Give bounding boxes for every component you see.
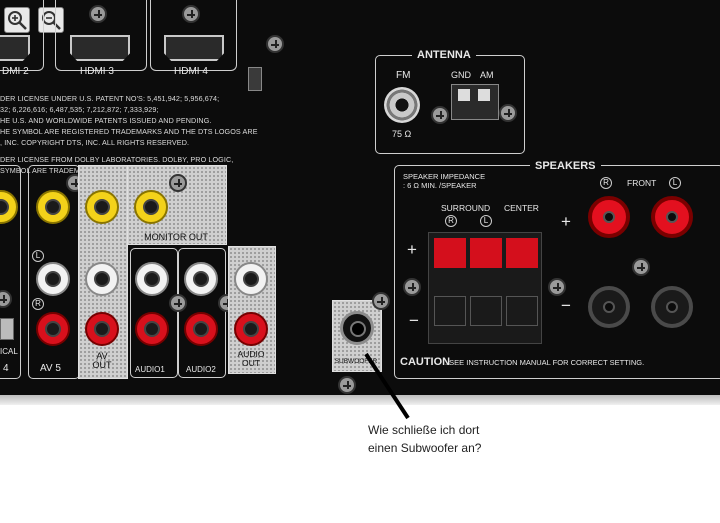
hdmi-4-frame	[150, 0, 237, 71]
av-out-video-jack	[85, 190, 119, 224]
caution-text: : SEE INSTRUCTION MANUAL FOR CORRECT SET…	[445, 358, 645, 367]
front-r-minus-binding-post	[588, 286, 630, 328]
screw-icon	[548, 278, 566, 296]
screw-icon	[403, 278, 421, 296]
caution-label: CAUTION	[400, 356, 451, 368]
antenna-ohm-label: 75 Ω	[392, 129, 412, 139]
audio-out-l-jack	[234, 262, 268, 296]
front-l-plus-binding-post	[651, 196, 693, 238]
hdmi-2-port	[0, 35, 30, 61]
center-minus-terminal	[506, 296, 538, 326]
audio-out-r-jack	[234, 312, 268, 346]
receiver-back-panel-photo: DMI 2 HDMI 3 HDMI 4 DER LICENSE UNDER U.…	[0, 0, 720, 405]
av4-label: 4	[3, 363, 9, 374]
monitor-out-video-jack	[134, 190, 168, 224]
front-minus-sign: −	[561, 296, 571, 315]
screw-icon	[169, 294, 187, 312]
av-out-audio-l-jack	[85, 262, 119, 296]
screw-icon	[182, 5, 200, 23]
audio2-frame	[178, 248, 226, 378]
screw-icon	[632, 258, 650, 276]
av5-l-marker: L	[32, 250, 44, 262]
optical-label: ICAL	[0, 347, 18, 356]
screw-icon	[169, 174, 187, 192]
av5-video-jack	[36, 190, 70, 224]
license-line: 32; 6,226,616; 6,487,535; 7,212,872; 7,3…	[0, 105, 159, 114]
audio2-r-jack	[184, 312, 218, 346]
audio2-l-jack	[184, 262, 218, 296]
surround-r-marker: R	[445, 215, 457, 227]
av5-label: AV 5	[40, 363, 61, 374]
audio1-label: AUDIO1	[135, 365, 165, 374]
license-line: HE SYMBOL ARE REGISTERED TRADEMARKS AND …	[0, 127, 258, 136]
audio-out-label: AUDIO OUT	[237, 349, 265, 368]
front-r-marker: R	[600, 177, 612, 189]
screw-icon	[266, 35, 284, 53]
screw-icon	[0, 290, 12, 308]
audio1-r-jack	[135, 312, 169, 346]
speaker-plus-sign: +	[407, 240, 417, 259]
front-r-plus-binding-post	[588, 196, 630, 238]
av-out-audio-r-jack	[85, 312, 119, 346]
license-line: DER LICENSE UNDER U.S. PATENT NO'S: 5,45…	[0, 94, 220, 103]
monitor-out-label: MONITOR OUT	[144, 232, 208, 242]
hdmi-2-frame	[0, 0, 44, 71]
av5-audio-r-jack	[36, 312, 70, 346]
speaker-minus-sign: −	[409, 311, 419, 330]
zoom-in-icon	[8, 11, 27, 30]
antenna-fm-label: FM	[396, 70, 411, 81]
av5-r-marker: R	[32, 298, 44, 310]
surround-l-plus-terminal	[470, 238, 502, 268]
surround-l-marker: L	[480, 215, 492, 227]
hdmi-3-port	[70, 35, 130, 61]
center-label: CENTER	[504, 203, 539, 213]
front-l-marker: L	[669, 177, 681, 189]
arrow-line	[364, 352, 410, 420]
hdmi-4-label: HDMI 4	[174, 66, 208, 77]
wifi-adapter-slot	[248, 67, 262, 91]
hdmi-4-port	[164, 35, 224, 61]
question-line-1: Wie schließe ich dort	[368, 423, 480, 437]
am-antenna-terminal	[451, 84, 499, 120]
audio2-label: AUDIO2	[186, 365, 216, 374]
left-section-frame	[0, 165, 21, 379]
chassis-bottom-edge	[0, 395, 720, 405]
surround-label: SURROUND	[441, 203, 491, 213]
audio1-frame	[130, 248, 178, 378]
subwoofer-output-jack	[340, 311, 374, 345]
av-out-label: AV OUT	[92, 351, 112, 370]
surround-r-plus-terminal	[434, 238, 466, 268]
front-l-minus-binding-post	[651, 286, 693, 328]
optical-jack	[0, 318, 14, 340]
zoom-in-button[interactable]	[4, 7, 30, 33]
front-plus-sign: +	[561, 212, 571, 231]
surround-r-minus-terminal	[434, 296, 466, 326]
screw-icon	[431, 106, 449, 124]
screw-icon	[499, 104, 517, 122]
screw-icon	[89, 5, 107, 23]
screw-icon	[372, 292, 390, 310]
center-plus-terminal	[506, 238, 538, 268]
antenna-am-label: AM	[480, 70, 494, 80]
av5-audio-l-jack	[36, 262, 70, 296]
antenna-gnd-label: GND	[451, 70, 471, 80]
speaker-impedance-line-1: SPEAKER IMPEDANCE	[403, 172, 486, 181]
speaker-impedance-line-2: : 6 Ω MIN. /SPEAKER	[403, 181, 477, 190]
license-line: HE U.S. AND WORLDWIDE PATENTS ISSUED AND…	[0, 116, 212, 125]
front-label: FRONT	[627, 178, 657, 188]
screw-icon	[338, 376, 356, 394]
fm-antenna-connector	[384, 87, 420, 123]
hdmi-3-frame	[55, 0, 147, 71]
hdmi-2-label: DMI 2	[2, 66, 29, 77]
audio1-l-jack	[135, 262, 169, 296]
license-line: DER LICENSE FROM DOLBY LABORATORIES. DOL…	[0, 155, 234, 164]
antenna-title: ANTENNA	[412, 49, 476, 61]
speakers-title: SPEAKERS	[530, 160, 601, 172]
subwoofer-label: SUBWOOFER	[334, 358, 378, 365]
hdmi-3-label: HDMI 3	[80, 66, 114, 77]
surround-l-minus-terminal	[470, 296, 502, 326]
question-line-2: einen Subwoofer an?	[368, 441, 482, 455]
license-line: , INC. COPYRIGHT DTS, INC. ALL RIGHTS RE…	[0, 138, 190, 147]
